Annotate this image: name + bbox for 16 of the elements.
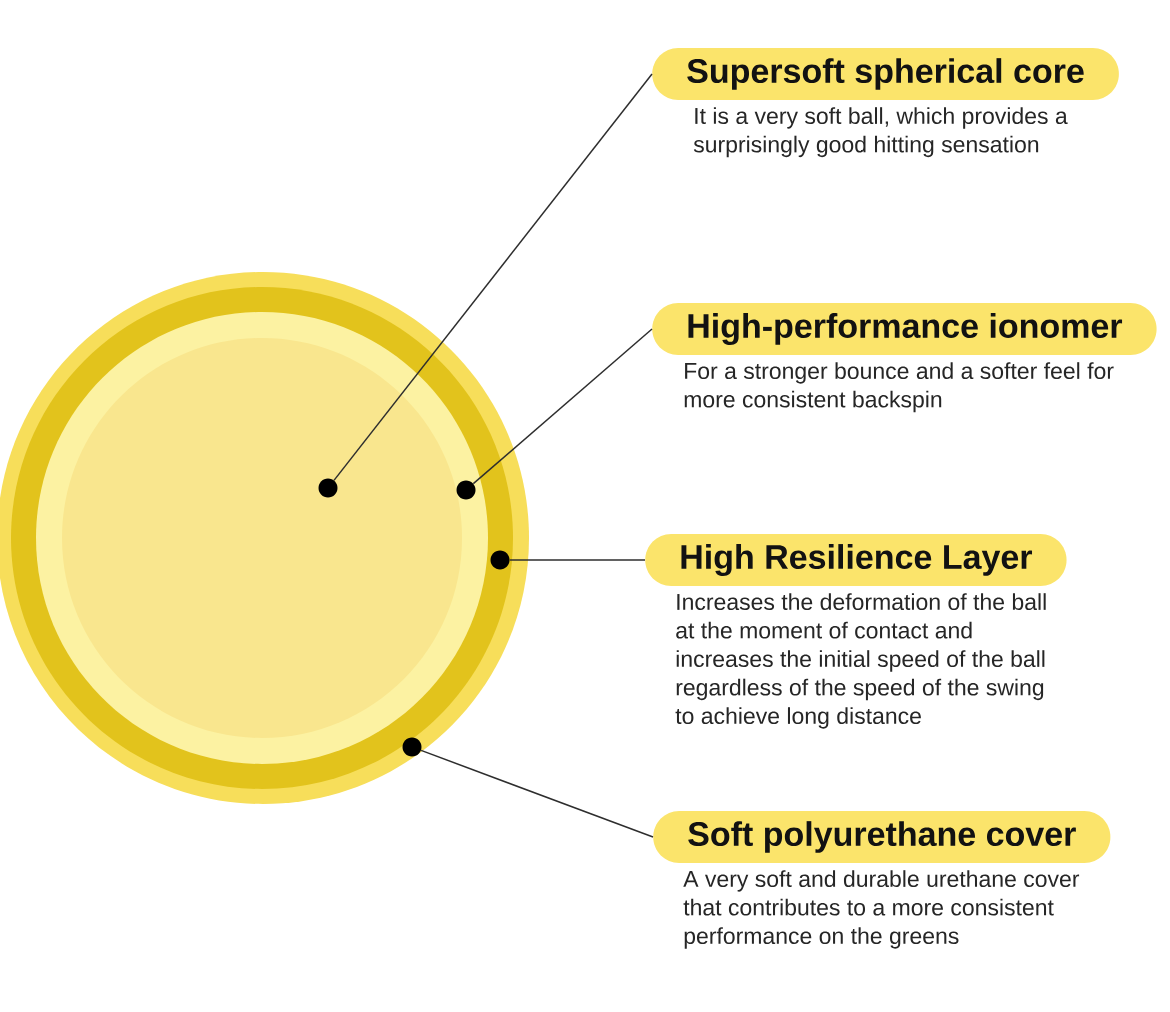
marker-dot <box>456 480 476 500</box>
description-text: Increases the deformation of the ball at the moment of contact and increases the initial speed of the ball regardless of the speed of the swing to achieve long distance <box>675 593 1046 729</box>
heading-pill: High Resilience Layer <box>645 534 1067 586</box>
marker-dot <box>318 478 338 498</box>
heading-pill: Soft polyurethane cover <box>653 811 1111 863</box>
marker-dot <box>402 737 422 757</box>
description-text: For a stronger bounce and a softer feel for more consistent backspin <box>684 362 1114 413</box>
heading-pill: Supersoft spherical core <box>652 48 1119 100</box>
leader-line <box>420 749 654 838</box>
leader-line <box>333 73 653 482</box>
leader-line <box>508 559 646 561</box>
heading-pill: High-performance ionomer <box>652 303 1157 355</box>
description-text: It is a very soft ball, which provides a surprisingly good hitting sensation <box>693 107 1068 158</box>
leader-line <box>472 328 653 485</box>
description-text: A very soft and durable urethane cover that contributes to a more consistent performance on the greens <box>683 870 1080 949</box>
marker-dot <box>490 550 510 570</box>
